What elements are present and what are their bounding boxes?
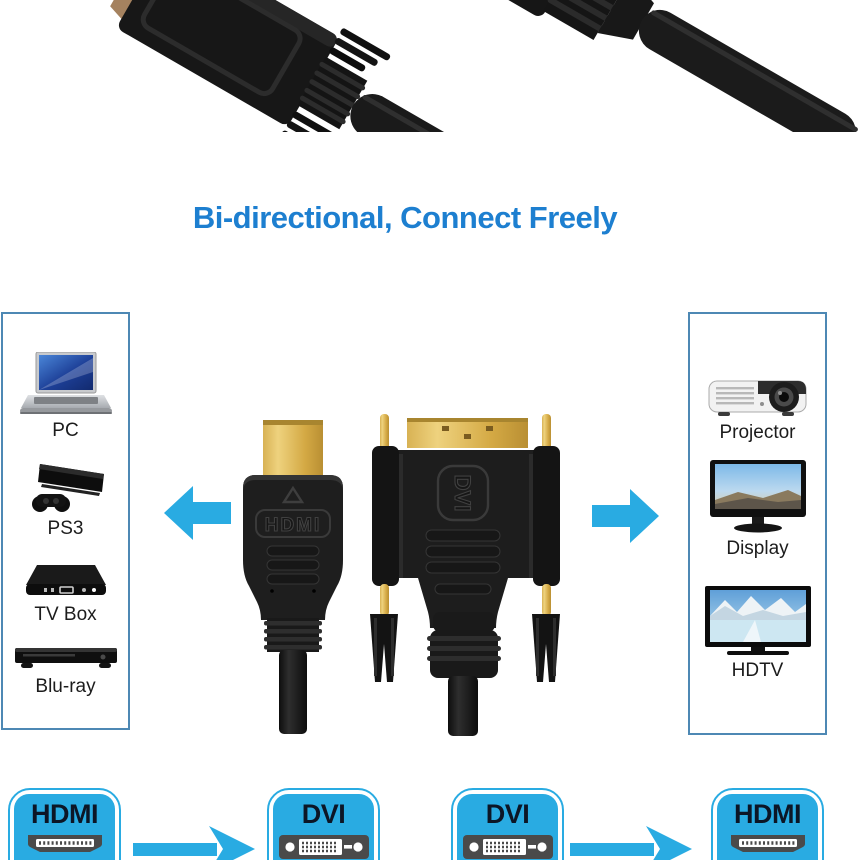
game-console-icon [31,464,104,512]
device-label: TV Box [34,604,97,625]
hdtv-icon [704,586,811,655]
device-pc: PC [3,352,128,442]
dvi-plug-icon: DVI [370,414,560,736]
hdmi-port-icon [27,835,102,852]
flow-arrow-icon [133,826,255,860]
flow-box-label: DVI [301,799,346,829]
dvi-connector-top-icon [110,0,577,132]
device-projector: Projector [690,372,825,444]
flow-box-label: HDMI [734,799,802,829]
device-label: HDTV [731,660,784,681]
flow-box-label: DVI [485,799,530,829]
device-tv-box: TV Box [3,562,128,626]
device-hdtv: HDTV [690,586,825,682]
flow-box-dvi: DVI [267,788,380,860]
cable-ends-photo [110,0,858,132]
display-devices-panel: Projector Display [688,312,827,735]
hdmi-cable-top-icon [498,0,858,132]
flow-box-dvi: DVI [451,788,564,860]
dvi-embossed-logo: DVI [450,475,475,512]
tv-box-icon [25,565,106,595]
monitor-icon [709,460,806,533]
left-arrow-icon [164,486,231,540]
source-devices-panel: PC PS3 [1,312,130,730]
device-label: Blu-ray [35,676,96,697]
device-ps3: PS3 [3,454,128,540]
thumbscrew-icon [532,614,560,682]
flow-box-hdmi: HDMI [711,788,824,860]
hdmi-dvi-cable-photo: HDMI DVI [243,414,560,736]
device-blu-ray: Blu-ray [3,640,128,698]
laptop-icon [19,352,112,414]
page-title: Bi-directional, Connect Freely [192,200,618,235]
thumbscrew-icon [370,614,398,682]
dvi-port-icon [462,835,553,859]
hdmi-embossed-logo: HDMI [265,515,322,536]
device-label: PC [52,420,79,441]
device-label: PS3 [47,518,84,539]
flow-box-label: HDMI [31,799,99,829]
hdmi-plug-icon: HDMI [243,420,343,734]
dvi-port-icon [278,835,369,859]
projector-icon [708,380,806,416]
right-arrow-icon [592,489,659,543]
device-label: Display [726,538,789,559]
flow-arrow-icon [570,826,692,860]
flow-box-hdmi: HDMI [8,788,121,860]
blu-ray-player-icon [14,648,117,668]
hdmi-port-icon [730,835,805,852]
device-display: Display [690,460,825,560]
device-label: Projector [719,422,796,443]
